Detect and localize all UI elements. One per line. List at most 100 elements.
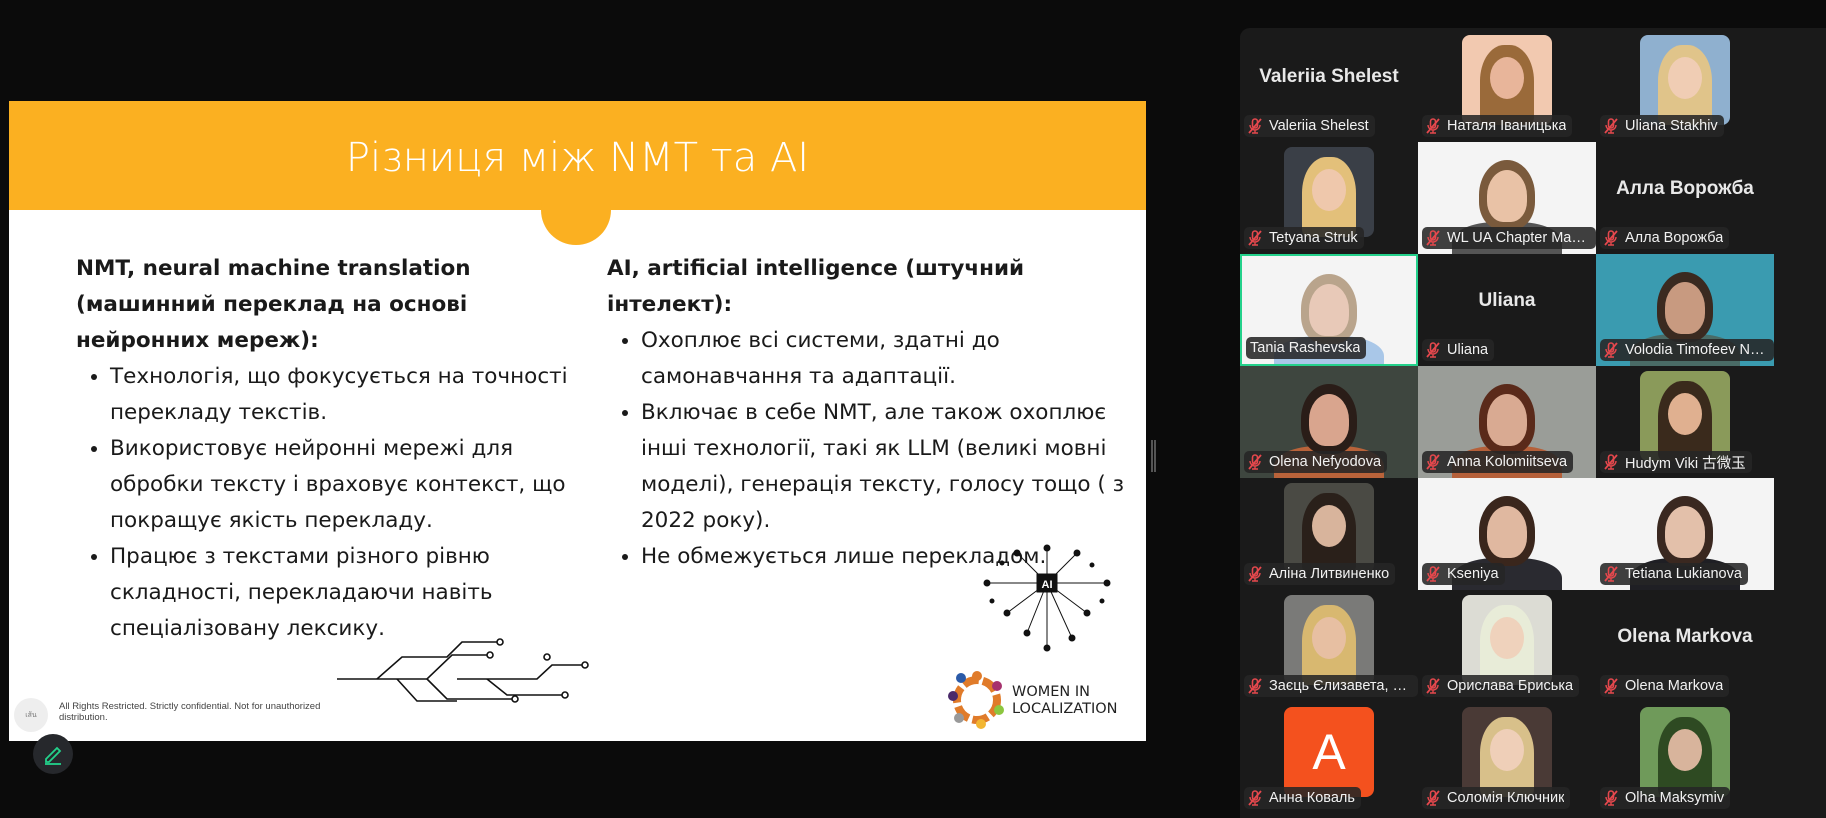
ai-brain-icon: AI — [983, 544, 1111, 652]
participant-display-name: Uliana — [1478, 290, 1536, 311]
panel-resize-handle[interactable] — [1151, 440, 1156, 472]
participant-name-badge: Volodia Timofeev NUB — [1600, 339, 1774, 361]
women-in-localization-text: WOMEN IN LOCALIZATION — [1012, 684, 1118, 718]
participant-name: WL UA Chapter Manag... — [1447, 230, 1590, 246]
participant-name-badge: Орислава Бриська — [1422, 675, 1580, 697]
avatar-letter: A — [1312, 724, 1346, 780]
participant-name: Аліна Литвиненко — [1269, 566, 1390, 582]
participant-name-badge: Алла Ворожба — [1600, 227, 1730, 249]
participant-tile[interactable]: Olena Nefyodova — [1240, 366, 1418, 478]
participant-name-badge: Kseniya — [1422, 563, 1505, 585]
slide-title: Різниця між NMT та AI — [345, 135, 810, 181]
participant-avatar: A — [1284, 707, 1374, 797]
participant-name: Olena Nefyodova — [1269, 454, 1382, 470]
mic-muted-icon — [1426, 454, 1440, 470]
ai-column: AI, artificial intelligence (штучний інт… — [607, 251, 1139, 575]
participant-name: Tetiana Lukianova — [1625, 566, 1742, 582]
participant-tile[interactable]: Аліна Литвиненко — [1240, 478, 1418, 590]
mic-muted-icon — [1604, 454, 1618, 470]
participant-name: Алла Ворожба — [1625, 230, 1724, 246]
participant-name-badge: Uliana — [1422, 339, 1495, 361]
participant-tile[interactable]: Olha Maksymiv — [1596, 702, 1774, 814]
participant-name-badge: Anna Kolomiitseva — [1422, 451, 1574, 473]
participant-tile[interactable]: Volodia Timofeev NUB — [1596, 254, 1774, 366]
participant-name: Uliana Stakhiv — [1625, 118, 1718, 134]
mic-muted-icon — [1604, 790, 1618, 806]
nmt-bullet: Працює з текстами різного рівню складнос… — [110, 539, 581, 647]
participant-tile[interactable]: Заєць Єлизавета, PM... — [1240, 590, 1418, 702]
participant-tile[interactable]: Tetyana Struk — [1240, 142, 1418, 254]
participant-name-badge: Tetyana Struk — [1244, 227, 1364, 249]
women-in-localization-logo — [948, 671, 1004, 729]
circuit-lines-icon — [337, 638, 589, 703]
participant-tile[interactable]: Tetiana Lukianova — [1596, 478, 1774, 590]
participant-tile[interactable]: WL UA Chapter Manag... — [1418, 142, 1596, 254]
participant-name: Anna Kolomiitseva — [1447, 454, 1568, 470]
participant-avatar — [1462, 707, 1552, 797]
participant-name: Заєць Єлизавета, PM... — [1269, 678, 1412, 694]
mic-muted-icon — [1426, 566, 1440, 582]
participant-name: Соломія Ключник — [1447, 790, 1565, 806]
annotate-pen-button[interactable] — [33, 734, 73, 774]
participant-avatar — [1462, 595, 1552, 685]
participant-name: Volodia Timofeev NUB — [1625, 342, 1768, 358]
participant-name-badge: Наталя Іваницька — [1422, 115, 1573, 137]
mic-muted-icon — [1248, 566, 1262, 582]
participant-tile[interactable]: Наталя Іваницька — [1418, 30, 1596, 142]
participant-tile[interactable]: Tania Rashevska — [1240, 254, 1418, 366]
ai-bullet: Не обмежується лише перекладом. — [641, 539, 1139, 575]
participant-name: Olha Maksymiv — [1625, 790, 1725, 806]
participant-tile[interactable]: Anna Kolomiitseva — [1418, 366, 1596, 478]
participant-name-badge: Valeriia Shelest — [1244, 115, 1375, 137]
ai-chip-label: AI — [1042, 579, 1053, 591]
participant-avatar — [1640, 707, 1730, 797]
participant-avatar — [1640, 35, 1730, 125]
participant-name: Valeriia Shelest — [1269, 118, 1369, 134]
ai-heading: AI, artificial intelligence (штучний інт… — [607, 256, 1025, 317]
participant-name-badge: Tetiana Lukianova — [1600, 563, 1748, 585]
participant-name: Hudym Viki 古微玉 — [1625, 455, 1746, 472]
participant-tile[interactable]: Kseniya — [1418, 478, 1596, 590]
nmt-heading: NMT, neural machine translation (машинни… — [76, 256, 471, 353]
nmt-bullet: Використовує нейронні мережі для обробки… — [110, 431, 581, 539]
ai-bullet: Включає в себе NMT, але також охоплює ін… — [641, 395, 1139, 539]
participant-name-badge: Соломія Ключник — [1422, 787, 1571, 809]
participant-name-badge: Аліна Литвиненко — [1244, 563, 1396, 585]
participant-tile[interactable]: Hudym Viki 古微玉 — [1596, 366, 1774, 478]
participant-name: Наталя Іваницька — [1447, 118, 1567, 134]
participant-name: Olena Markova — [1625, 678, 1724, 694]
header-circle-decoration — [541, 175, 611, 245]
mic-muted-icon — [1248, 230, 1262, 246]
mic-muted-icon — [1426, 342, 1440, 358]
participant-tile[interactable]: Орислава Бриська — [1418, 590, 1596, 702]
mic-muted-icon — [1426, 790, 1440, 806]
participant-name-badge: Olena Markova — [1600, 675, 1730, 697]
participant-tile[interactable]: Uliana Stakhiv — [1596, 30, 1774, 142]
participant-display-name: Алла Ворожба — [1616, 178, 1754, 199]
confidentiality-footer: All Rights Restricted. Strictly confiden… — [59, 701, 321, 723]
participant-name: Kseniya — [1447, 566, 1499, 582]
nmt-column: NMT, neural machine translation (машинни… — [76, 251, 581, 647]
logo-line-2: LOCALIZATION — [1012, 701, 1118, 717]
mic-muted-icon — [1604, 342, 1618, 358]
participant-display-name: Olena Markova — [1617, 626, 1753, 647]
participant-name-badge: Hudym Viki 古微玉 — [1600, 451, 1752, 473]
participant-tile[interactable]: Соломія Ключник — [1418, 702, 1596, 814]
participant-avatar — [1640, 371, 1730, 461]
mic-muted-icon — [1426, 678, 1440, 694]
logo-line-1: WOMEN IN — [1012, 684, 1091, 700]
participant-name-badge: Olha Maksymiv — [1600, 787, 1731, 809]
participant-name-badge: Tania Rashevska — [1246, 337, 1367, 359]
ai-bullet: Охоплює всі системи, здатні до самонавча… — [641, 323, 1139, 395]
footer-logo: เส้น — [14, 698, 48, 732]
participant-name: Uliana — [1447, 342, 1489, 358]
participant-name: Tetyana Struk — [1269, 230, 1358, 246]
participant-name-badge: WL UA Chapter Manag... — [1422, 227, 1596, 249]
